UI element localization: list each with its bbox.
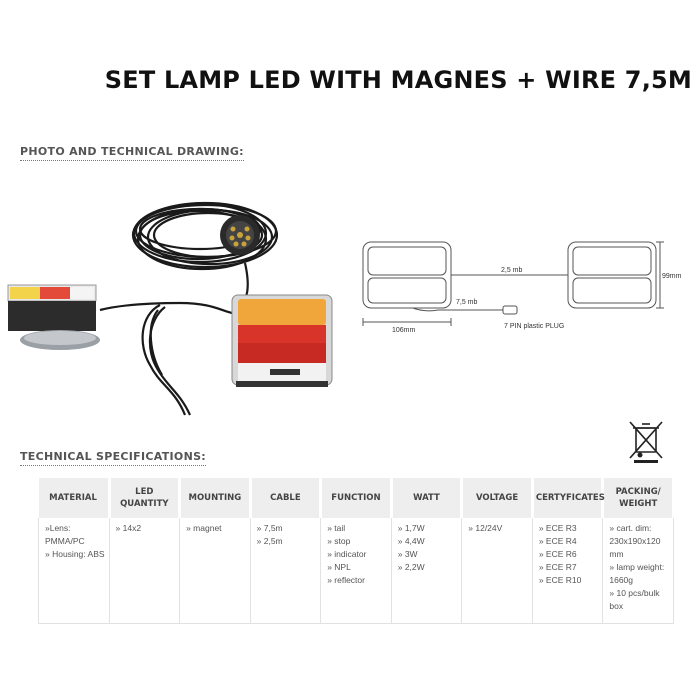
product-photo	[7, 201, 333, 416]
spec-item: » reflector	[327, 575, 365, 585]
spec-header-voltage: VOLTAGE	[461, 478, 534, 518]
spec-item: » 4,4W	[397, 536, 425, 546]
spec-item: » NPL	[327, 562, 351, 572]
spec-cell-watt: » 1,7W » 4,4W » 3W » 2,2W	[391, 518, 463, 624]
lamp-cables	[99, 262, 249, 416]
spec-header-material: MATERIAL	[38, 478, 111, 518]
spec-item: » 1,7W	[397, 523, 425, 533]
spec-header-watt: WATT	[391, 478, 464, 518]
spec-item: » 2,5m	[256, 536, 283, 546]
spec-header-led-quantity: LED QUANTITY	[109, 478, 182, 518]
spec-table: MATERIAL LED QUANTITY MOUNTING CABLE FUN…	[38, 478, 675, 624]
spec-item: » 7,5m	[256, 523, 283, 533]
spec-cell-led-quantity: » 14x2	[109, 518, 181, 624]
photo-section-heading: PHOTO AND TECHNICAL DRAWING:	[20, 145, 244, 161]
spec-item: » 10 pcs/bulk box	[609, 588, 660, 611]
spec-header-mounting: MOUNTING	[179, 478, 252, 518]
spec-header-packing-weight: PACKING/ WEIGHT	[602, 478, 675, 518]
spec-item: » ECE R6	[538, 549, 577, 559]
spec-item: » ECE R7	[538, 562, 577, 572]
spec-item: » ECE R10	[538, 575, 582, 585]
spec-header-cable: CABLE	[250, 478, 323, 518]
spec-item: » indicator	[327, 549, 367, 559]
spec-cell-function: » tail » stop » indicator » NPL » reflec…	[320, 518, 392, 624]
drawing-label-cable-long: 7,5 mb	[456, 299, 478, 306]
spec-value-row: »Lens: PMMA/PC » Housing: ABS » 14x2 » m…	[38, 518, 674, 624]
drawing-label-plug: 7 PIN plastic PLUG	[504, 323, 564, 330]
spec-item: » 2,2W	[397, 562, 425, 572]
spec-item: » 14x2	[115, 523, 142, 533]
spec-item: » ECE R3	[538, 523, 577, 533]
drawing-label-height: 99mm	[662, 273, 682, 280]
spec-item: » 12/24V	[468, 523, 503, 533]
plug-connector	[220, 215, 260, 255]
left-lamp	[7, 284, 100, 350]
spec-cell-certificates: » ECE R3 » ECE R4 » ECE R6 » ECE R7 » EC…	[532, 518, 604, 624]
drawing-label-cable-short: 2,5 mb	[501, 267, 523, 274]
spec-cell-packing-weight: » cart. dim: 230x190x120 mm » lamp weigh…	[602, 518, 674, 624]
spec-item: » 3W	[397, 549, 418, 559]
spec-item: » ECE R4	[538, 536, 577, 546]
spec-item: » cart. dim: 230x190x120 mm	[609, 523, 661, 559]
spec-item: » tail	[327, 523, 346, 533]
page-title: SET LAMP LED WITH MAGNES + WIRE 7,5M	[104, 66, 692, 94]
spec-item: » lamp weight: 1660g	[609, 562, 665, 585]
spec-header-certificates: CERTYFICATES	[532, 478, 605, 518]
spec-cell-mounting: » magnet	[179, 518, 251, 624]
weee-bin-icon	[629, 421, 663, 463]
technical-drawing: 2,5 mb 7,5 mb 106mm 99mm 7 PIN plastic P…	[362, 241, 682, 334]
spec-cell-cable: » 7,5m » 2,5m	[250, 518, 322, 624]
spec-item: » stop	[327, 536, 351, 546]
right-lamp	[231, 294, 333, 387]
drawing-label-width: 106mm	[392, 327, 416, 334]
spec-cell-voltage: » 12/24V	[461, 518, 533, 624]
spec-item: »Lens: PMMA/PC	[45, 523, 85, 546]
spec-section-heading: TECHNICAL SPECIFICATIONS:	[20, 450, 206, 466]
spec-cell-material: »Lens: PMMA/PC » Housing: ABS	[38, 518, 110, 624]
spec-item: » magnet	[186, 523, 222, 533]
spec-item: » Housing: ABS	[45, 549, 105, 559]
spec-header-function: FUNCTION	[320, 478, 393, 518]
spec-header-row: MATERIAL LED QUANTITY MOUNTING CABLE FUN…	[38, 478, 675, 518]
